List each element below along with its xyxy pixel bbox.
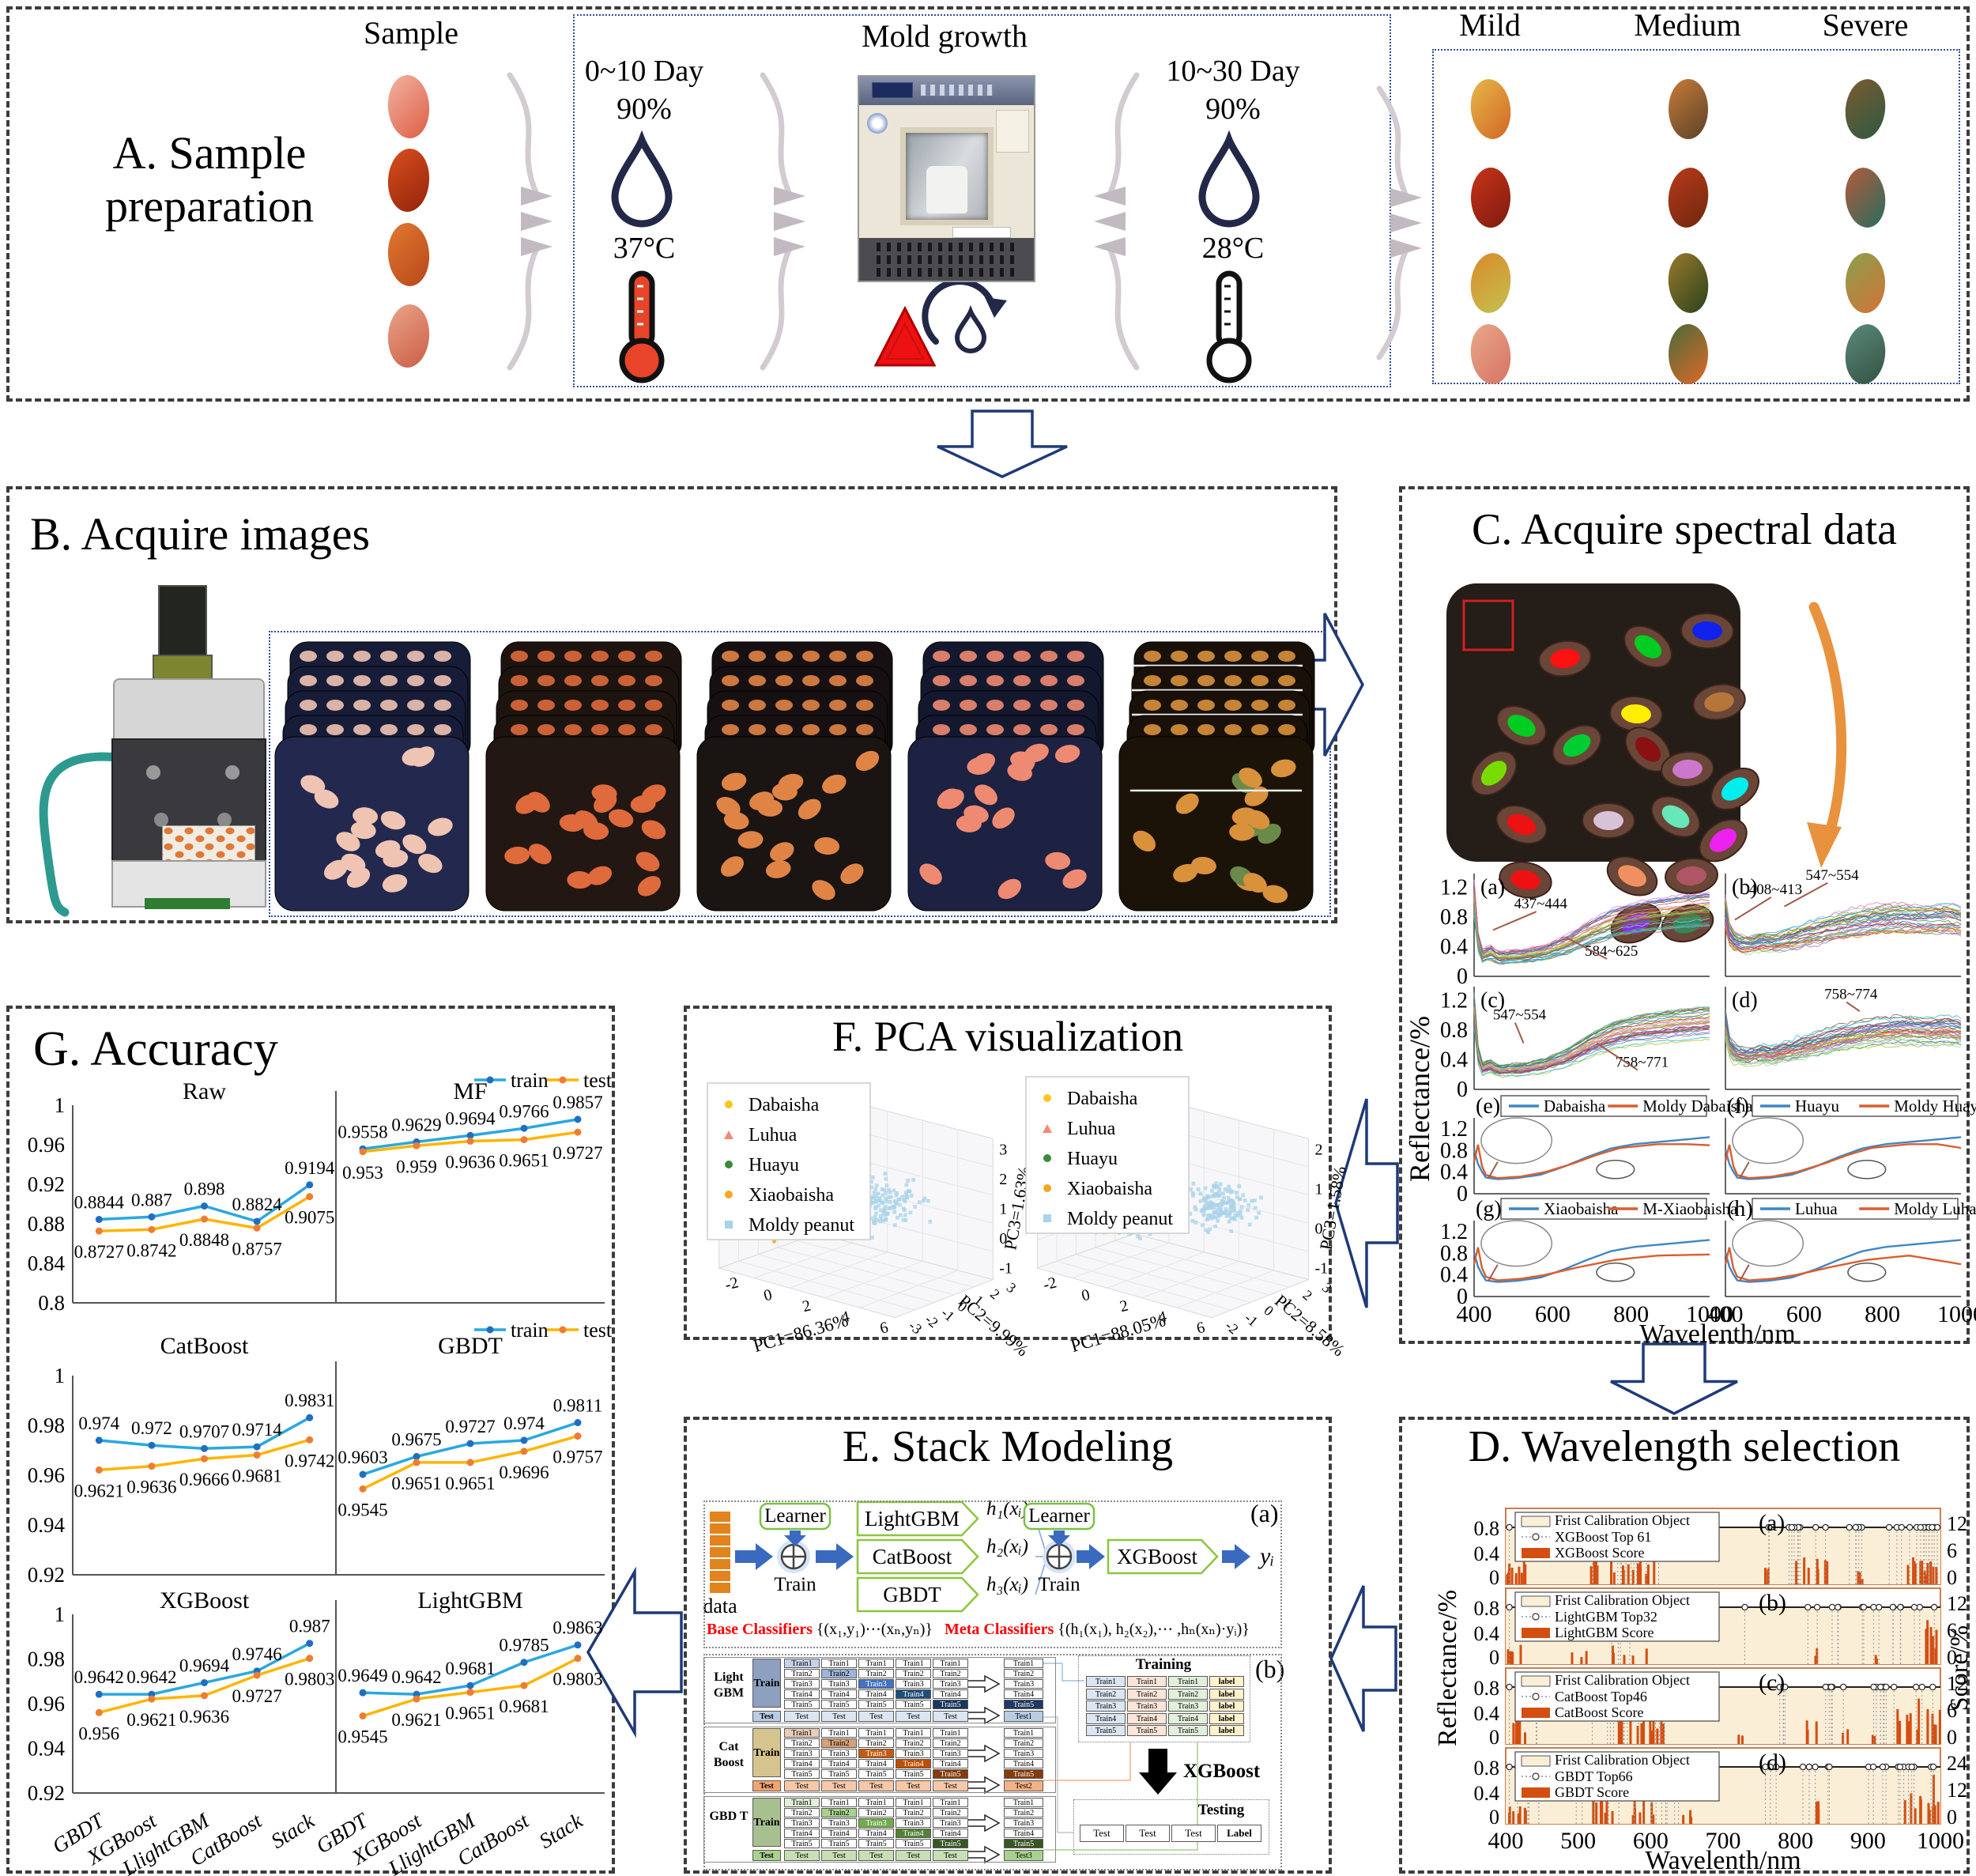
stage2-days: 10~30 Day (1166, 55, 1300, 88)
stack-b-box (703, 1654, 1282, 1870)
incubator-image (858, 75, 1035, 282)
classifier-formulas: Base Classifiers {(x₁,y₁)⋯(xₙ,yₙ)} Meta … (707, 1619, 1279, 1639)
training-table-title: Training (1135, 1657, 1192, 1673)
stage2-humidity: 90% (1205, 92, 1261, 126)
section-c-title: C. Acquire spectral data (1471, 505, 1897, 554)
severity-header-severe: Severe (1822, 7, 1909, 43)
section-d-wavelength-selection (1399, 1417, 1970, 1874)
base-classifiers-formula: {(x₁,y₁)⋯(xₙ,yₙ)} (816, 1621, 933, 1638)
kfold-block-name: Light GBM (713, 1670, 745, 1700)
section-c-acquire-spectral-data (1399, 486, 1970, 1344)
severity-header-medium: Medium (1634, 7, 1741, 43)
section-e-title: E. Stack Modeling (842, 1422, 1174, 1471)
image-stacks-box (269, 631, 1331, 917)
stage2-temp: 28°C (1201, 232, 1265, 265)
device-body (113, 678, 265, 740)
kfold-block-name: Cat Boost (713, 1740, 745, 1769)
sample-label: Sample (364, 15, 458, 51)
section-f-title: F. PCA visualization (832, 1013, 1184, 1060)
section-a-title-line2: preparation (104, 180, 315, 232)
device-chamber (111, 738, 266, 862)
stage1-humidity: 90% (617, 92, 672, 126)
section-a-title-line1: A. Sample (112, 127, 307, 179)
meta-classifiers-formula: {(h₁(x₁), h₂(x₂),⋯ ,hₙ(xₙ)·yᵢ)} (1058, 1621, 1250, 1638)
hyperspectral-camera-device (12, 585, 266, 915)
stage1-temp: 37°C (613, 232, 676, 265)
base-classifiers-label: Base Classifiers (707, 1621, 813, 1638)
testing-table-title: Testing (1197, 1802, 1245, 1818)
section-d-title: D. Wavelength selection (1468, 1422, 1901, 1471)
incubator-vents (859, 238, 1034, 281)
severity-grid-box (1432, 49, 1960, 384)
stack-a-box (703, 1500, 1282, 1648)
kfold-block-name: GBD T (709, 1810, 749, 1823)
section-g-title: G. Accuracy (33, 1022, 278, 1076)
sample-tray (162, 825, 255, 862)
meta-classifiers-label: Meta Classifiers (944, 1621, 1054, 1638)
section-a-title: A. Sample preparation (47, 126, 371, 232)
section-g-accuracy (6, 1006, 615, 1874)
section-e-stack-modeling (684, 1417, 1332, 1874)
mold-growth-title: Mold growth (862, 18, 1028, 54)
section-b-title: B. Acquire images (30, 508, 371, 560)
stage1-days: 0~10 Day (584, 55, 704, 88)
severity-header-mild: Mild (1459, 7, 1521, 43)
incubator-window (900, 127, 994, 225)
